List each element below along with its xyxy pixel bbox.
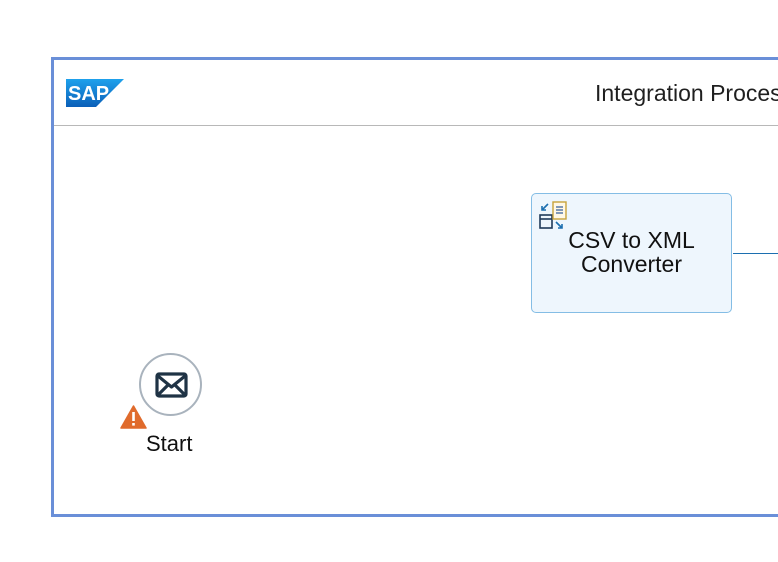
envelope-icon: [155, 372, 188, 398]
pool-header: SAP Integration Proces: [54, 60, 778, 126]
sap-logo-text: SAP: [68, 83, 109, 105]
sap-logo: SAP: [66, 79, 124, 107]
csv-to-xml-converter-step[interactable]: CSV to XML Converter: [531, 193, 732, 313]
start-event-label: Start: [146, 431, 193, 456]
start-event[interactable]: [139, 353, 202, 416]
sequence-flow-connector[interactable]: [733, 253, 778, 254]
csv-xml-converter-icon: [539, 201, 567, 229]
pool-title: Integration Proces: [595, 80, 778, 106]
converter-step-label: CSV to XML Converter: [568, 227, 695, 277]
warning-icon[interactable]: [120, 405, 147, 429]
